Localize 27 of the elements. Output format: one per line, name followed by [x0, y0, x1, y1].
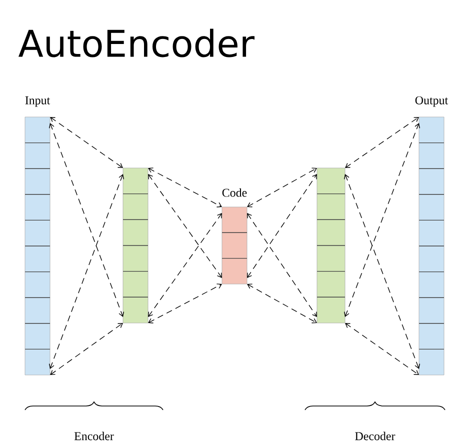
column-box: Input [24, 96, 50, 376]
node-label: Input [25, 96, 50, 107]
arrow [345, 323, 419, 375]
arrow [48, 174, 124, 369]
arrow [247, 284, 317, 324]
column-box: Output [415, 96, 448, 376]
arrow [148, 168, 222, 208]
arrow [344, 123, 420, 317]
arrow [48, 123, 124, 317]
section-label: Encoder [74, 432, 114, 440]
column-box [316, 168, 346, 324]
arrow [148, 174, 222, 278]
title: AutoEncoder [18, 28, 255, 58]
column-box: Code [222, 188, 248, 284]
arrow [345, 117, 419, 168]
column-box [122, 168, 148, 324]
node-label: Output [415, 96, 448, 107]
arrow [247, 213, 317, 317]
arrow [50, 323, 123, 375]
arrow [148, 284, 222, 324]
arrow [148, 213, 222, 317]
arrow [344, 174, 420, 369]
arrow [247, 168, 317, 208]
section-label: Decoder [355, 432, 396, 440]
node-label: Code [222, 188, 247, 197]
arrow [247, 174, 317, 278]
arrow [50, 117, 123, 168]
